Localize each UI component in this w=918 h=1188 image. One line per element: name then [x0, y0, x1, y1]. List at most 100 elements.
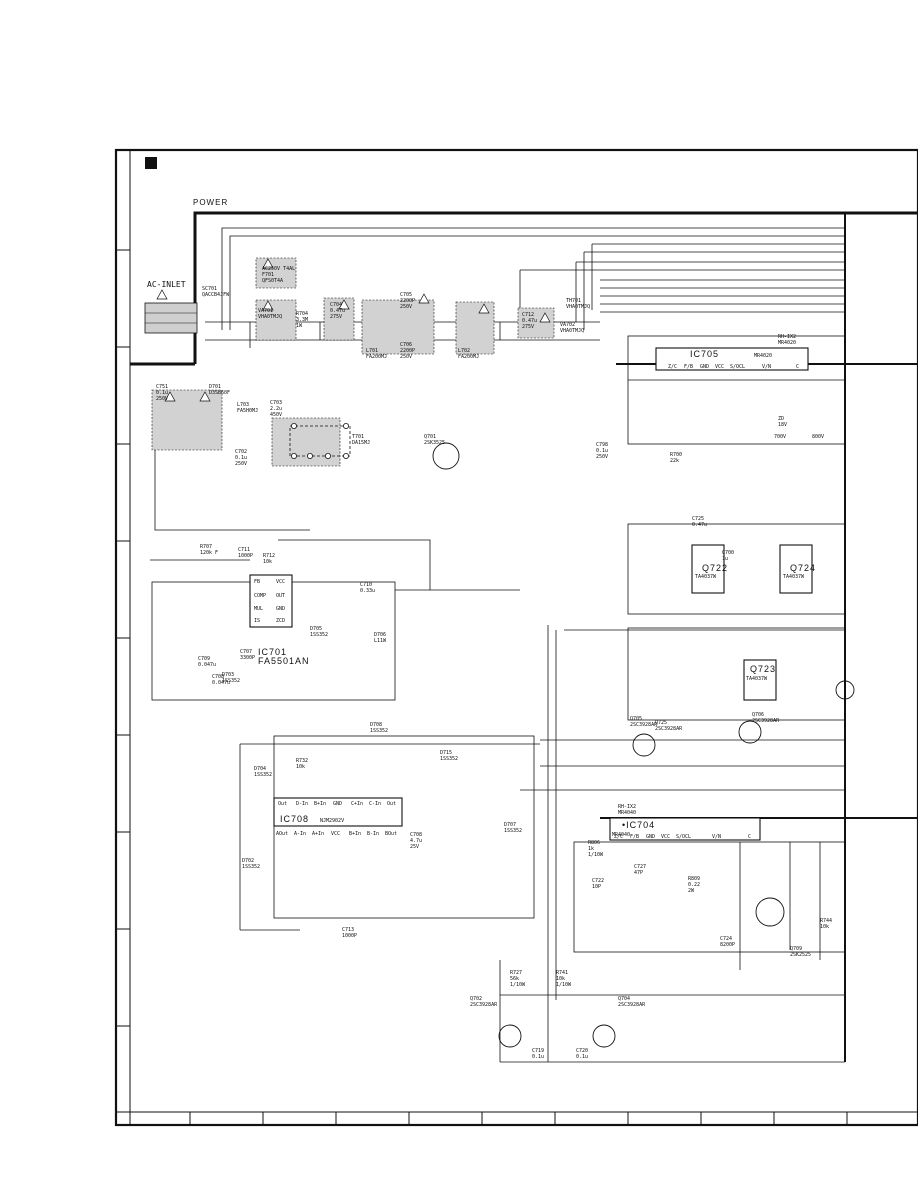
transformer-t701 — [289, 422, 351, 459]
svg-text:GND: GND — [700, 364, 709, 370]
svg-text:TA4037W: TA4037W — [695, 574, 717, 580]
svg-text:VCC: VCC — [331, 831, 340, 837]
svg-text:VCC: VCC — [715, 364, 724, 370]
svg-text:C: C — [796, 364, 799, 370]
svg-text:B-In: B-In — [367, 831, 379, 837]
svg-text:S/OCL: S/OCL — [676, 834, 691, 840]
svg-text:C+In: C+In — [351, 801, 363, 807]
svg-text:OUT: OUT — [276, 593, 285, 599]
svg-text:COMP: COMP — [254, 593, 266, 599]
component-label-x800: 800V — [812, 434, 824, 440]
svg-text:C: C — [748, 834, 751, 840]
svg-text:VCC: VCC — [661, 834, 670, 840]
section-marker — [145, 157, 157, 169]
component-label-x700: 700V — [774, 434, 786, 440]
svg-text:A-In: A-In — [294, 831, 306, 837]
svg-text:FB: FB — [254, 579, 260, 585]
svg-text:Q723: Q723 — [750, 664, 776, 674]
svg-text:Z/C: Z/C — [614, 834, 623, 840]
ic701-pin-names: FB COMP MUL IS VCC OUT GND ZCD — [254, 579, 285, 624]
svg-text:Out: Out — [278, 801, 287, 807]
svg-text:Q724: Q724 — [790, 563, 816, 573]
svg-text:MUL: MUL — [254, 606, 263, 612]
svg-text:TA4037W: TA4037W — [746, 676, 768, 682]
svg-text:GND: GND — [646, 834, 655, 840]
transistor-symbols — [432, 442, 855, 1048]
ic704-pin-names: Z/C F/B GND VCC S/OCL V/N C — [614, 834, 751, 840]
svg-text:Q722: Q722 — [702, 563, 728, 573]
svg-text:S/OCL: S/OCL — [730, 364, 745, 370]
ic-chips — [249, 347, 813, 841]
ac-inlet: AC-INLET — [144, 280, 198, 334]
svg-text:D-In: D-In — [296, 801, 308, 807]
svg-text:B+In: B+In — [314, 801, 326, 807]
svg-text:MR4020: MR4020 — [754, 353, 772, 359]
svg-text:AOut: AOut — [276, 831, 288, 837]
svg-text:GND: GND — [276, 606, 285, 612]
svg-text:A+In: A+In — [312, 831, 324, 837]
svg-text:F/B: F/B — [684, 364, 693, 370]
ic-labels: IC705 MR4020 IC701 FA5501AN Q722 TA4037W… — [258, 349, 816, 838]
svg-text:C-In: C-In — [369, 801, 381, 807]
svg-text:IC705: IC705 — [690, 349, 719, 359]
svg-text:Z/C: Z/C — [668, 364, 677, 370]
svg-text:Out: Out — [387, 801, 396, 807]
warning-marks — [156, 258, 551, 402]
svg-text:BOut: BOut — [385, 831, 397, 837]
svg-text:MR4040: MR4040 — [612, 832, 630, 838]
section-title: POWER — [193, 198, 228, 207]
svg-text:VCC: VCC — [276, 579, 285, 585]
svg-text:NJM2902V: NJM2902V — [320, 818, 344, 824]
svg-text:ZCD: ZCD — [276, 618, 285, 624]
svg-text:FA5501AN: FA5501AN — [258, 656, 310, 666]
